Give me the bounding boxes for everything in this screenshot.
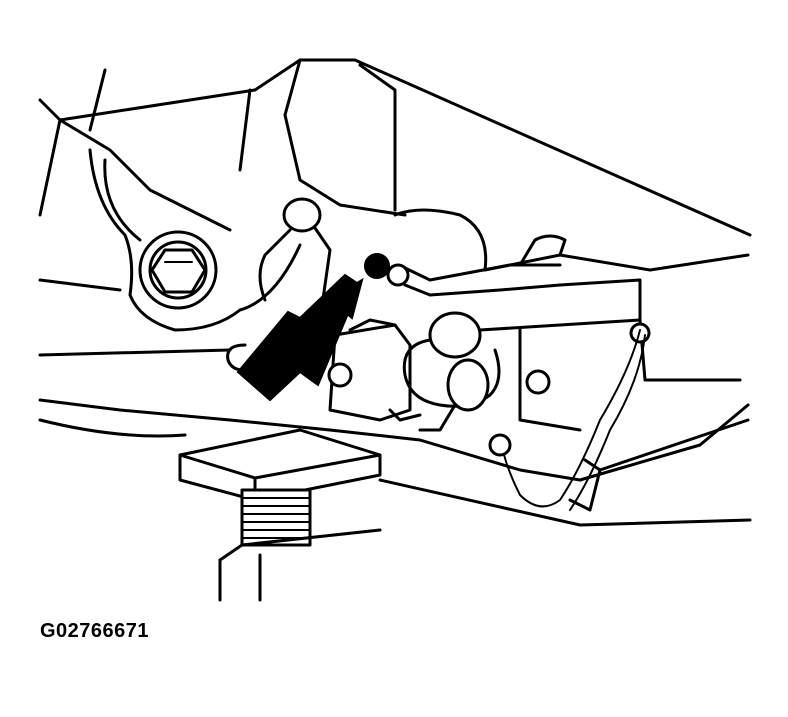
figure-id-label: G02766671 bbox=[40, 620, 150, 642]
transmission-housing bbox=[478, 234, 750, 432]
wire-harness bbox=[488, 329, 646, 512]
upper-frame-lines bbox=[38, 58, 752, 237]
sensor-connector bbox=[364, 208, 562, 297]
clip bbox=[226, 343, 252, 372]
mount-bracket bbox=[38, 148, 302, 357]
lower-frame-lines bbox=[38, 398, 752, 527]
pointer-arrow bbox=[236, 273, 364, 402]
actuator-body bbox=[327, 311, 501, 432]
jack-stand bbox=[178, 428, 382, 602]
